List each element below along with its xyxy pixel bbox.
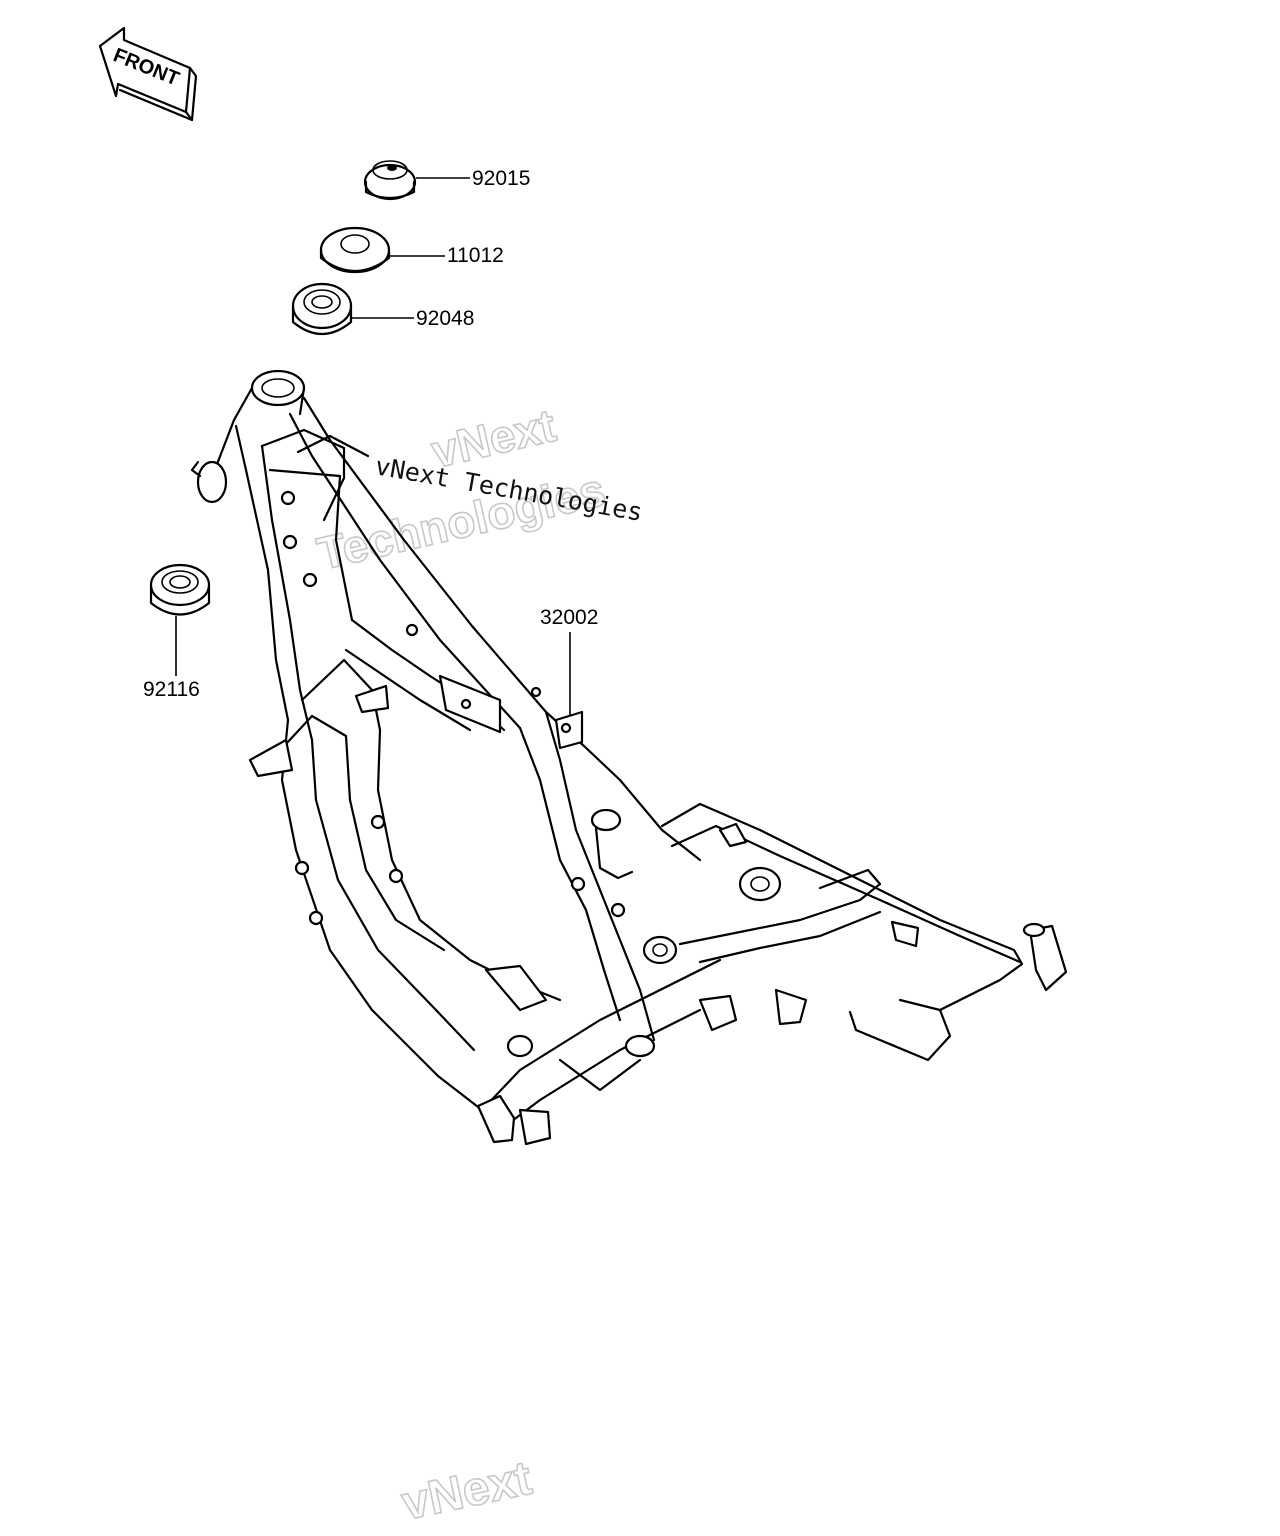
front-arrow-icon: FRONT xyxy=(98,26,198,122)
bearing-upper-part-icon xyxy=(291,282,353,335)
watermark-footer: vNext xyxy=(397,1452,536,1531)
part-number-92015: 92015 xyxy=(472,167,530,190)
part-number-92048: 92048 xyxy=(416,307,474,330)
washer-part-icon xyxy=(319,226,391,274)
bearing-lower-part-icon xyxy=(149,563,211,616)
part-number-11012: 11012 xyxy=(447,244,504,267)
nut-part-icon xyxy=(363,160,417,201)
frame-assembly-icon xyxy=(190,369,1068,1146)
part-number-32002: 32002 xyxy=(540,606,598,629)
part-number-92116: 92116 xyxy=(143,678,200,701)
watermark-logo: vNext Technologies vNext Technologies xyxy=(312,398,645,580)
